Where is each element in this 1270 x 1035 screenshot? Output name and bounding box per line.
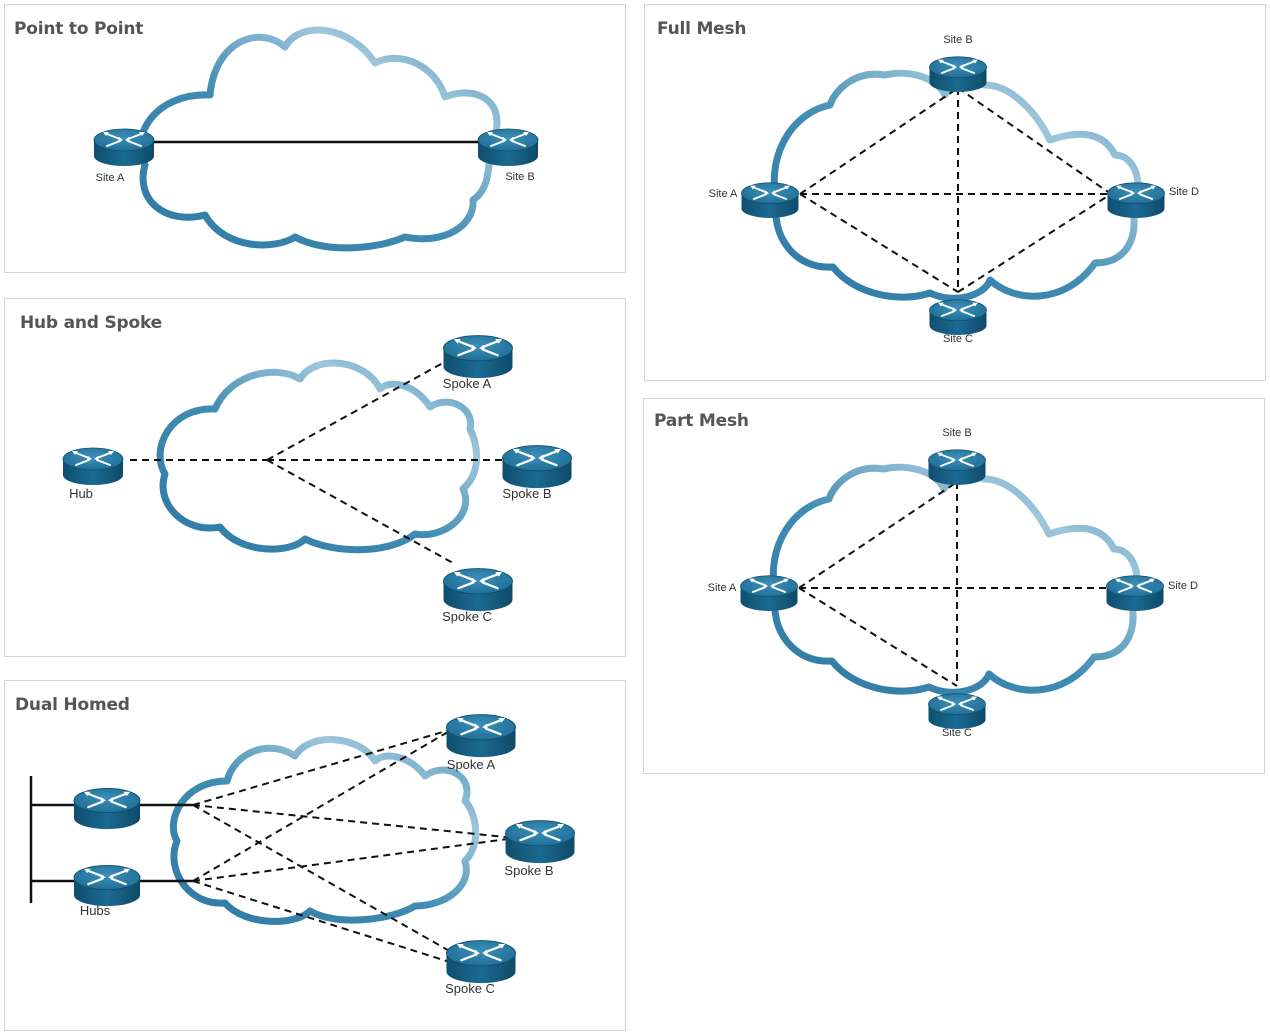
- panel-title: Dual Homed: [15, 695, 130, 715]
- label-spoke-a: Spoke A: [443, 376, 492, 391]
- label-site-b: Site B: [943, 34, 972, 46]
- panel-hub-and-spoke: Hub and Spoke Hub Spoke A Spoke B Spoke …: [4, 298, 626, 657]
- router-icon: [93, 128, 155, 167]
- wan-cloud: [137, 26, 501, 252]
- router-icon: [72, 864, 142, 908]
- full-mesh-diagram: Site B Site A Site D Site C: [709, 34, 1199, 345]
- router-icon: [477, 128, 539, 167]
- label-spoke-c: Spoke C: [442, 609, 492, 624]
- router-icon: [504, 819, 576, 865]
- router-icon: [442, 567, 514, 613]
- router-icon: [927, 448, 987, 486]
- panel-title: Full Mesh: [657, 19, 747, 39]
- label-site-c: Site C: [943, 333, 973, 345]
- router-icon: [445, 939, 517, 985]
- part-mesh-diagram: Site B Site A Site D Site C: [708, 427, 1198, 739]
- wan-cloud: [769, 463, 1141, 696]
- label-hub: Hub: [69, 486, 93, 501]
- router-icon: [442, 334, 514, 380]
- label-spoke-a: Spoke A: [447, 757, 496, 772]
- label-site-c: Site C: [942, 727, 972, 739]
- wan-cloud: [156, 359, 481, 554]
- router-icon: [1105, 574, 1165, 612]
- router-icon: [928, 55, 988, 93]
- label-site-b: Site B: [942, 427, 971, 439]
- router-icon: [501, 444, 573, 490]
- router-icon: [1106, 181, 1166, 219]
- label-site-a: Site A: [708, 582, 737, 594]
- wan-cloud: [169, 736, 480, 925]
- panel-title: Point to Point: [14, 19, 144, 39]
- wan-cloud: [770, 69, 1142, 302]
- label-spoke-b: Spoke B: [504, 863, 553, 878]
- hub-and-spoke-diagram: Hub Spoke A Spoke B Spoke C: [62, 334, 573, 624]
- label-site-b: Site B: [505, 171, 534, 183]
- label-site-d: Site D: [1169, 186, 1199, 198]
- panel-point-to-point: Point to Point Site A Site B: [4, 4, 626, 273]
- router-icon: [62, 447, 124, 486]
- label-spoke-b: Spoke B: [502, 486, 551, 501]
- panel-title: Hub and Spoke: [20, 313, 162, 333]
- router-icon: [928, 298, 988, 336]
- panel-part-mesh: Part Mesh Site B Site A Site D Site C: [643, 398, 1265, 774]
- label-site-a: Site A: [709, 188, 738, 200]
- label-site-d: Site D: [1168, 580, 1198, 592]
- dual-homed-diagram: Hubs Spoke A Spoke B Spoke C: [29, 713, 576, 996]
- label-hubs: Hubs: [80, 903, 111, 918]
- label-site-a: Site A: [96, 172, 125, 184]
- panel-full-mesh: Full Mesh Site B Site A Site D Site C: [644, 4, 1266, 381]
- panel-dual-homed: Dual Homed Hubs Spoke A Spoke B Spoke C: [4, 680, 626, 1031]
- panel-title: Part Mesh: [654, 411, 749, 431]
- router-icon: [740, 181, 800, 219]
- router-icon: [927, 692, 987, 730]
- point-to-point-diagram: Site A Site B: [93, 26, 539, 252]
- router-icon: [739, 574, 799, 612]
- router-icon: [72, 787, 142, 831]
- label-spoke-c: Spoke C: [445, 981, 495, 996]
- router-icon: [445, 713, 517, 759]
